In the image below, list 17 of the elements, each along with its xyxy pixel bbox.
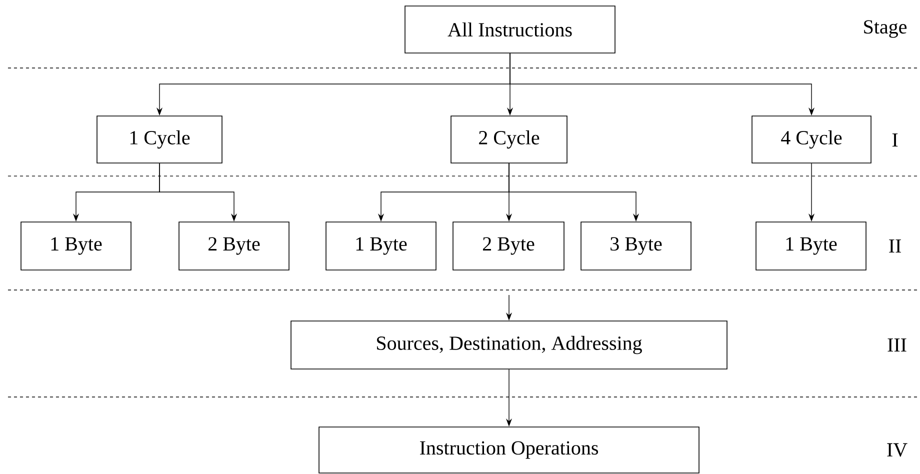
stage-label: IV	[887, 443, 908, 457]
box: Instruction Operations	[318, 426, 700, 474]
box: 2 Cycle	[450, 116, 568, 164]
box: 2 Byte	[452, 222, 564, 270]
box: 3 Byte	[580, 222, 692, 270]
box: 1 Byte	[756, 222, 866, 270]
box: 2 Byte	[178, 222, 290, 270]
box: 1 Byte	[326, 222, 436, 270]
stage-label: III	[888, 338, 906, 352]
stage-label: I	[892, 133, 898, 147]
stage-label: Stage	[864, 20, 907, 38]
stage-label: II	[889, 239, 901, 253]
box: Sources, Destination, Addressing	[290, 320, 728, 370]
box: 1 Cycle	[96, 116, 222, 164]
box: 1 Byte	[20, 222, 132, 270]
box: 4 Cycle	[752, 116, 872, 164]
box: All Instructions	[404, 6, 616, 54]
